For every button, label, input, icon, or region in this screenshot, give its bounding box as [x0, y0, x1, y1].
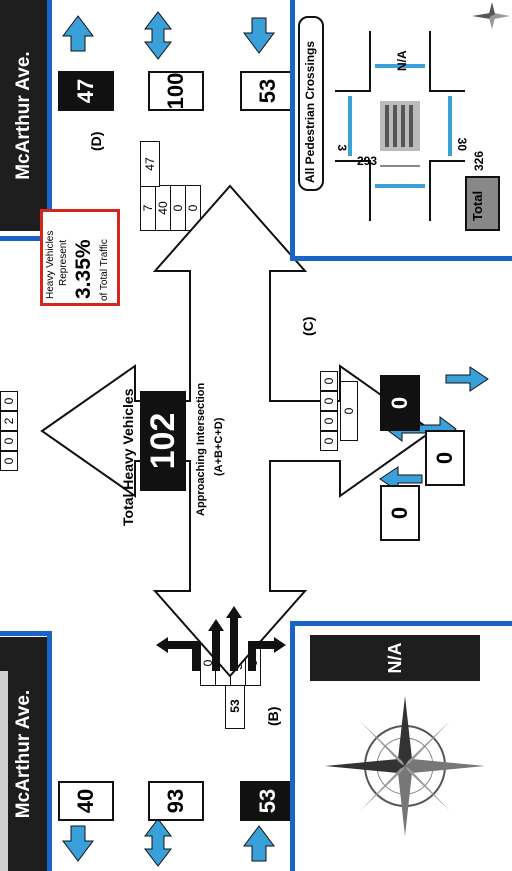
movement-a-2: 2 [0, 411, 18, 431]
left-street-grey-tab [0, 671, 8, 871]
approach-total-b: 53 [240, 781, 296, 821]
heavy-note-line1: Heavy Vehicles [45, 231, 56, 299]
departing-total-c: 0 [380, 485, 420, 541]
small-compass-icon [470, 0, 512, 31]
right-arrows-svg [55, 0, 285, 71]
center-subtitle-1: Approaching Intersection [195, 383, 207, 516]
movement-c-3: 0 [320, 371, 338, 391]
crosswalk-hatch [380, 101, 420, 151]
center-title: Total Heavy Vehicles [120, 389, 136, 526]
movement-c-0: 0 [320, 431, 338, 451]
approach-label-d: (D) [88, 132, 104, 151]
heavy-note-percent: 3.35% [72, 239, 96, 299]
compass-icon [320, 691, 490, 841]
ped-top-leg: 3 [335, 144, 349, 151]
approach-label-c: (C) [300, 317, 316, 336]
movement-c-2: 0 [320, 391, 338, 411]
movement-a-0: 0 [0, 451, 18, 471]
ped-bottom-leg: 30 [455, 138, 469, 151]
bottom-street-name: N/A [310, 635, 480, 681]
pedestrian-title: All Pedestrian Crossings [303, 41, 317, 183]
movement-c-1: 0 [320, 411, 338, 431]
movement-a-1: 0 [0, 431, 18, 451]
approaching-arrow-b [244, 826, 274, 861]
departing-total-b: 40 [58, 781, 114, 821]
center-total: 102 [140, 391, 186, 491]
approaching-arrow-d [63, 16, 93, 51]
approach-total-d: 47 [58, 71, 114, 111]
departing-arrow-d [244, 18, 274, 53]
ped-right-leg: N/A [395, 50, 409, 71]
ped-total-label: Total [470, 191, 485, 221]
departing-arrow-c [446, 367, 488, 391]
two-way-total-b: 93 [148, 781, 204, 821]
twoway-arrow-d [145, 12, 171, 59]
center-subtitle-2: (A+B+C+D) [213, 418, 225, 476]
departing-arrow-b [63, 826, 93, 861]
departing-total-d: 53 [240, 71, 296, 111]
two-way-total-d: 100 [148, 71, 204, 111]
approach-total-c: 0 [380, 375, 420, 431]
heavy-note-line3: of Total Traffic [99, 239, 110, 301]
exiting-total-c: 0 [340, 381, 358, 441]
ped-left-leg: 293 [357, 154, 377, 168]
twoway-arrow-b [145, 819, 171, 866]
two-way-total-c: 0 [425, 430, 465, 486]
movement-a-3: 0 [0, 391, 18, 411]
ped-total-value: 326 [472, 151, 486, 171]
heavy-note-line2: Represent [58, 240, 69, 286]
